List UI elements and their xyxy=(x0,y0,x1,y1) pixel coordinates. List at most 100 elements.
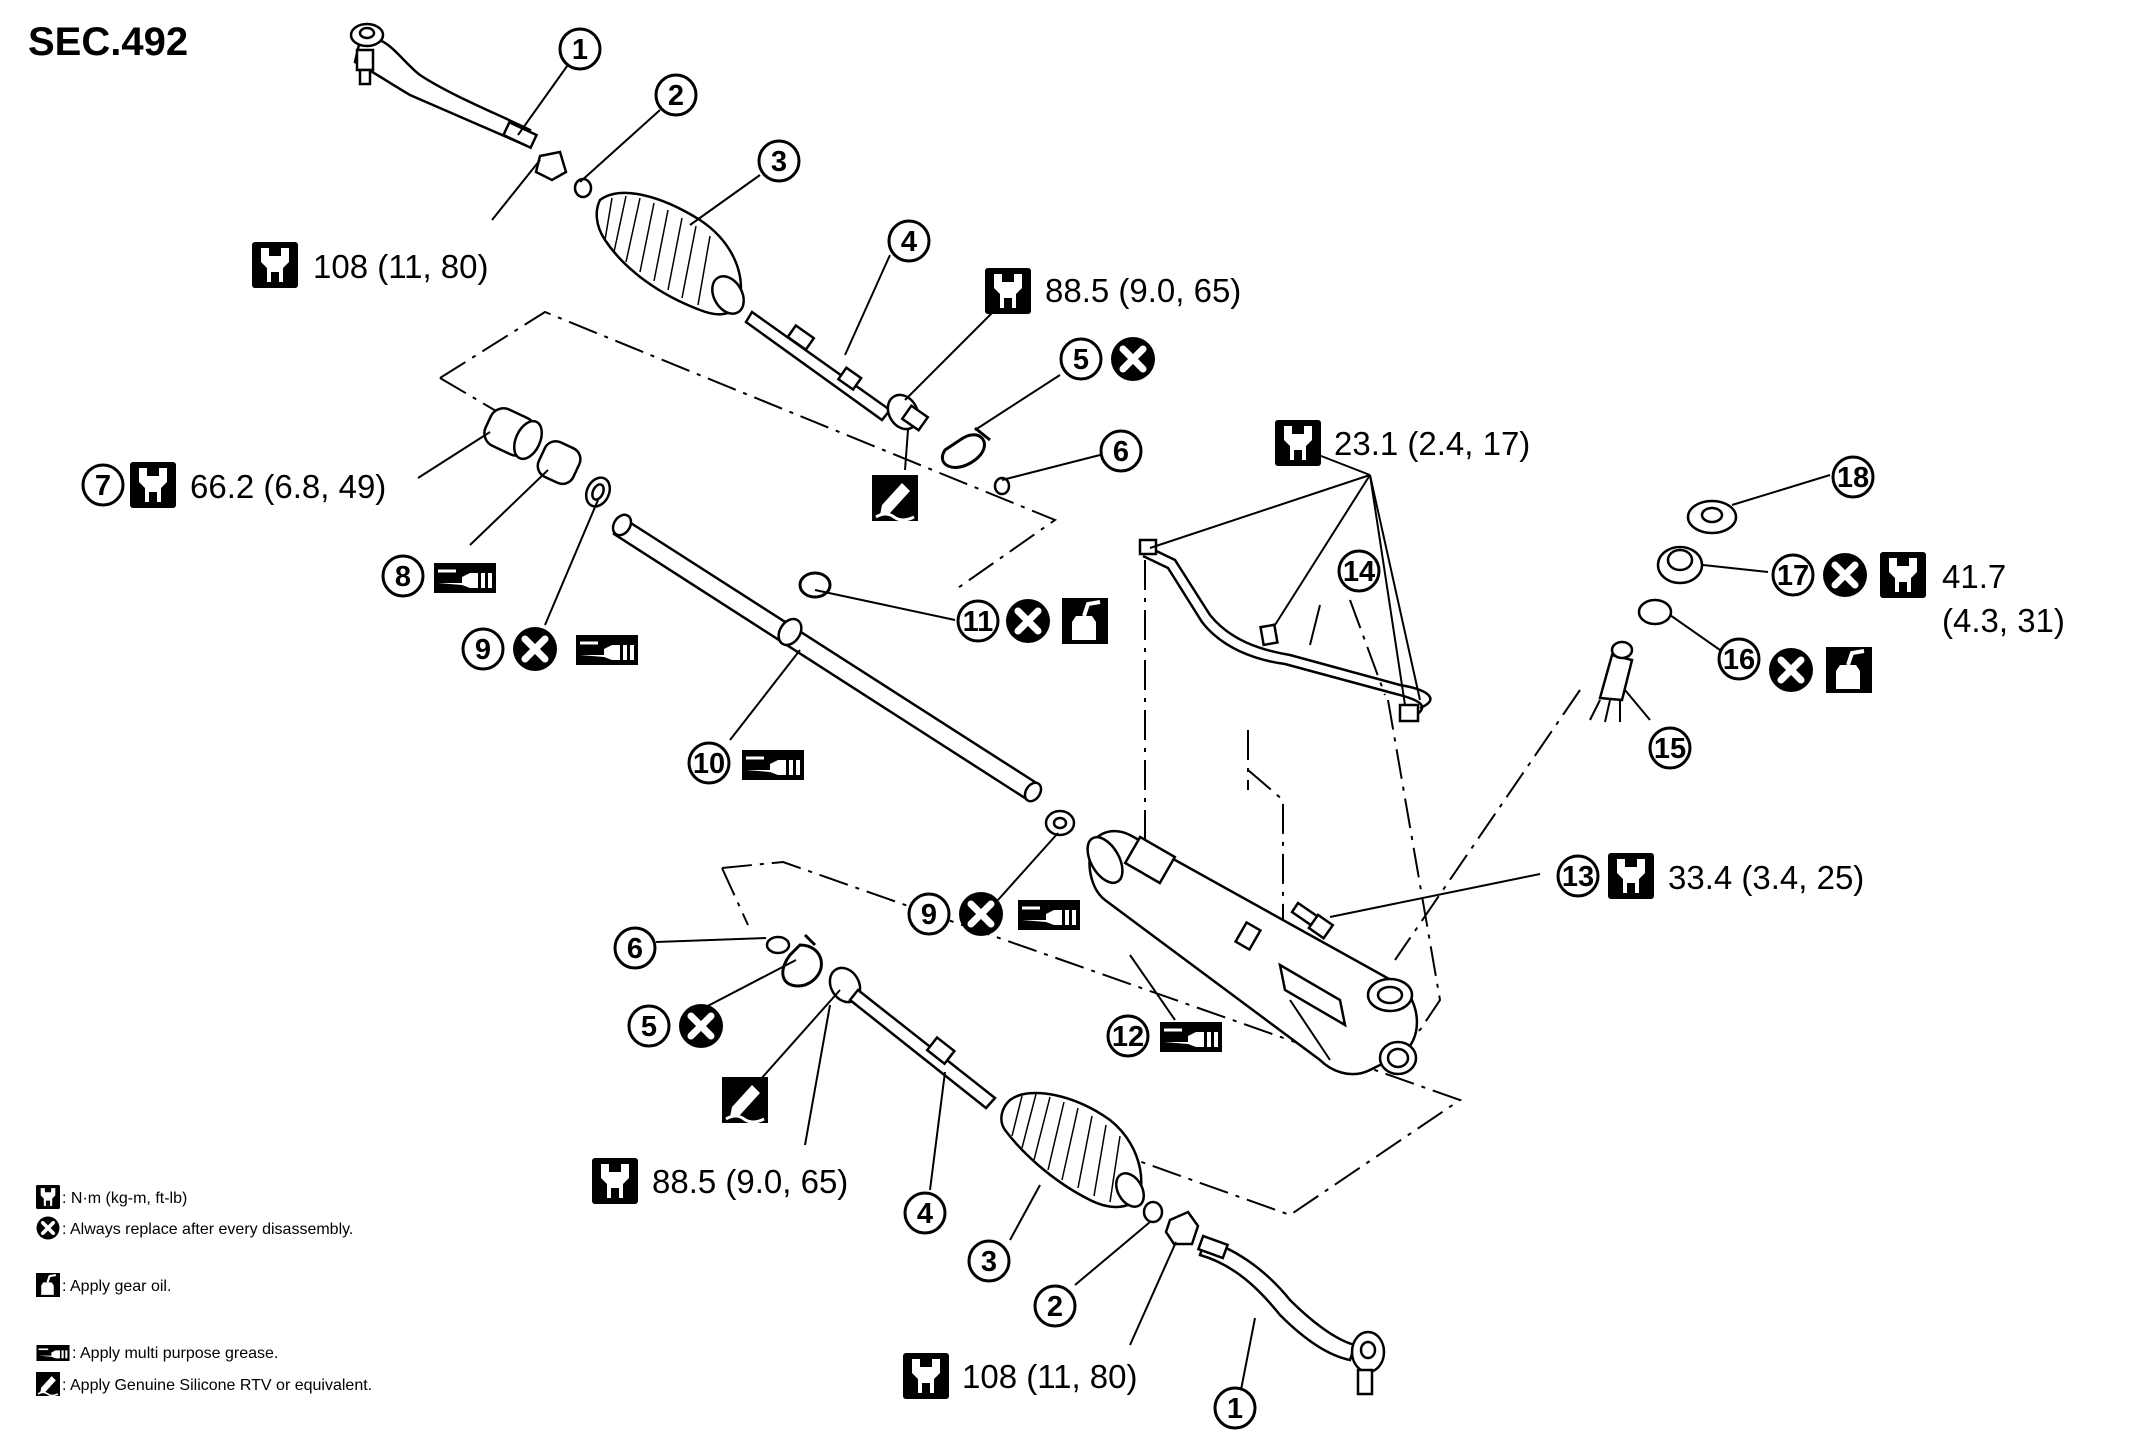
callout-18: 18 xyxy=(1831,455,1875,499)
callout-11: 11 xyxy=(956,599,1000,643)
svg-text:13: 13 xyxy=(1562,861,1594,893)
rack xyxy=(611,513,1043,803)
plug-16 xyxy=(1637,598,1673,626)
svg-text:5: 5 xyxy=(1073,344,1089,376)
callout-4-lower: 4 xyxy=(903,1191,947,1235)
torque-inner-socket-upper: 88.5 (9.0, 65) xyxy=(1045,272,1241,309)
torque-wrench-icon xyxy=(592,1158,638,1204)
svg-text:8: 8 xyxy=(395,561,411,593)
legend-grease-text: : Apply multi purpose grease. xyxy=(72,1345,278,1362)
legend-gear-oil-text: : Apply gear oil. xyxy=(62,1278,171,1295)
inner-socket-lower xyxy=(828,966,997,1110)
torque-tube-nuts: 23.1 (2.4, 17) xyxy=(1334,425,1530,462)
legend-torque-icon xyxy=(36,1185,60,1209)
svg-text:4: 4 xyxy=(917,1198,933,1230)
ring-lower xyxy=(765,935,791,955)
svg-text:14: 14 xyxy=(1343,556,1375,588)
callout-1-upper: 1 xyxy=(558,27,602,71)
callout-15: 15 xyxy=(1648,726,1692,770)
torque-wrench-icon xyxy=(1608,853,1654,899)
callout-3-upper: 3 xyxy=(757,139,801,183)
svg-text:15: 15 xyxy=(1654,733,1686,765)
svg-text:5: 5 xyxy=(641,1011,657,1043)
svg-text:7: 7 xyxy=(95,470,111,502)
legend-replace-text: : Always replace after every disassembly… xyxy=(62,1221,353,1238)
replace-icon xyxy=(1823,553,1867,597)
callout-6-lower: 6 xyxy=(613,926,657,970)
callout-1-lower: 1 xyxy=(1213,1386,1257,1430)
inner-socket-upper xyxy=(744,310,930,433)
washer-lower xyxy=(1044,809,1076,837)
callout-2-lower: 2 xyxy=(1033,1284,1077,1328)
svg-text:3: 3 xyxy=(981,1246,997,1278)
callout-5-lower: 5 xyxy=(627,1004,671,1048)
rtv-icon xyxy=(872,475,918,521)
replace-icon xyxy=(513,627,557,671)
replace-icon xyxy=(679,1004,723,1048)
callout-17: 17 xyxy=(1771,553,1815,597)
gear-housing xyxy=(1086,829,1419,1076)
torque-outer-socket-lower: 108 (11, 80) xyxy=(962,1358,1138,1395)
callout-9-upper: 9 xyxy=(461,627,505,671)
bolt-13 xyxy=(1290,901,1335,941)
legend-torque-text: : N·m (kg-m, ft-lb) xyxy=(62,1190,187,1207)
legend-rtv-icon xyxy=(36,1372,60,1396)
callout-3-lower: 3 xyxy=(967,1239,1011,1283)
torque-wrench-icon xyxy=(130,462,176,508)
callout-8: 8 xyxy=(381,554,425,598)
torque-wrench-icon xyxy=(1275,420,1321,466)
boot-upper xyxy=(595,191,745,316)
svg-text:2: 2 xyxy=(1047,1291,1063,1323)
outer-socket-lower xyxy=(1196,1234,1386,1396)
torque-inner-socket-lower: 88.5 (9.0, 65) xyxy=(652,1163,848,1200)
legend-replace-icon xyxy=(36,1216,60,1240)
boot-lower xyxy=(1000,1091,1145,1209)
bushings-left xyxy=(483,407,612,508)
section-label: SEC.492 xyxy=(28,20,188,64)
svg-text:18: 18 xyxy=(1837,462,1869,494)
callout-13: 13 xyxy=(1556,854,1600,898)
torque-wrench-icon xyxy=(985,268,1031,314)
callout-2-upper: 2 xyxy=(654,73,698,117)
sensor-15 xyxy=(1589,640,1634,723)
svg-text:16: 16 xyxy=(1723,644,1755,676)
callout-4-upper: 4 xyxy=(887,219,931,263)
torque-wrench-icon xyxy=(903,1353,949,1399)
grease-icon xyxy=(742,750,804,780)
callout-16: 16 xyxy=(1717,637,1761,681)
torque-item7: 66.2 (6.8, 49) xyxy=(190,468,386,505)
callout-14: 14 xyxy=(1337,549,1381,593)
torque-item13: 33.4 (3.4, 25) xyxy=(1668,859,1864,896)
svg-text:11: 11 xyxy=(963,606,994,638)
nut-upper xyxy=(534,150,593,199)
legend-grease-icon xyxy=(36,1345,70,1361)
torque-wrench-icon xyxy=(252,242,298,288)
svg-text:4: 4 xyxy=(901,226,917,258)
callout-6-upper: 6 xyxy=(1099,429,1143,473)
gear-oil-icon xyxy=(1826,647,1872,693)
grease-icon xyxy=(576,635,638,665)
svg-text:12: 12 xyxy=(1112,1021,1144,1053)
callout-9-lower: 9 xyxy=(907,892,951,936)
nut-lower xyxy=(1142,1200,1200,1246)
svg-text:6: 6 xyxy=(1113,436,1129,468)
callouts: 1 2 3 4 5 6 7 8 9 10 11 9 12 13 14 15 16… xyxy=(81,27,1875,1430)
svg-text:10: 10 xyxy=(693,748,725,780)
cylinder-tubes xyxy=(1138,538,1432,723)
replace-icon xyxy=(1111,337,1155,381)
outer-socket-upper xyxy=(349,22,539,150)
o-ring xyxy=(798,571,832,599)
replace-icon xyxy=(1769,648,1813,692)
torque-wrench-icon xyxy=(1880,552,1926,598)
svg-text:9: 9 xyxy=(475,634,491,666)
boundary-lines xyxy=(439,310,1581,1217)
leader-lines xyxy=(417,61,1831,1396)
svg-text:1: 1 xyxy=(1227,1393,1243,1425)
clamp-upper xyxy=(940,426,991,469)
legend-rtv-text: : Apply Genuine Silicone RTV or equivale… xyxy=(62,1377,372,1394)
ring-upper xyxy=(993,476,1011,496)
clamp-lower xyxy=(781,933,823,988)
svg-text:17: 17 xyxy=(1777,560,1809,592)
callout-12: 12 xyxy=(1106,1014,1150,1058)
